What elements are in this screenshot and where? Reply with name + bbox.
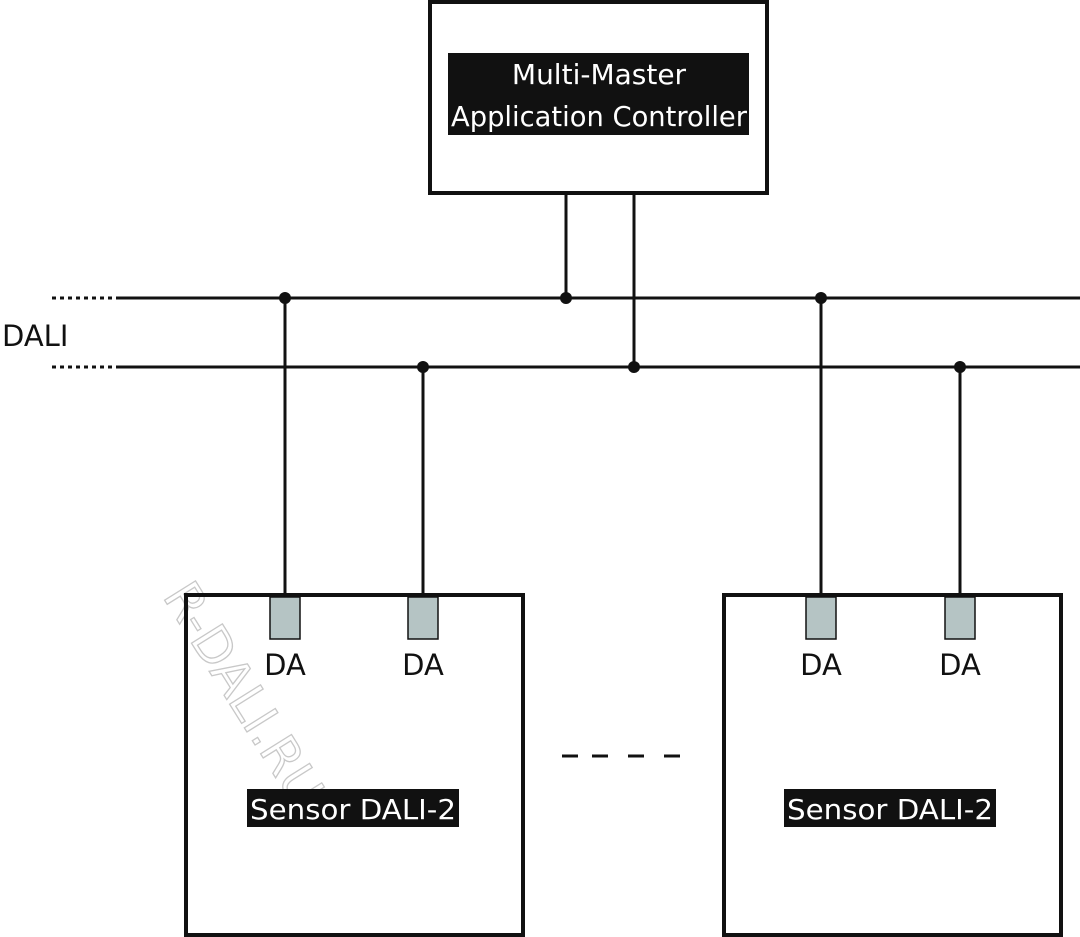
sensor-1-box (184, 593, 525, 937)
sensor-2-terminal-left (805, 596, 837, 640)
sensor-1-terminal-right-label: DA (402, 648, 444, 682)
sensor-1-terminal-left-label: DA (264, 648, 306, 682)
controller-title-line1: Multi-Master (512, 58, 687, 91)
sensor-1-terminal-left (269, 596, 301, 640)
junction-dot (560, 292, 572, 304)
sensor-2-terminal-right (944, 596, 976, 640)
controller: Multi-Master Application Controller (428, 0, 769, 195)
sensor-1: DA DA Sensor DALI-2 (184, 593, 525, 937)
dali-bus: DALI (2, 296, 1080, 369)
bus-label: DALI (2, 319, 68, 353)
controller-label-bg (448, 53, 749, 135)
sensor-1-terminal-right (407, 596, 439, 640)
sensor-2-terminal-right-label: DA (939, 648, 981, 682)
sensor-2: DA DA Sensor DALI-2 (722, 593, 1063, 937)
junction-dot (628, 361, 640, 373)
sensor-1-label-bg (247, 789, 459, 827)
sensor-2-title: Sensor DALI-2 (787, 793, 993, 826)
sensor-1-title: Sensor DALI-2 (250, 793, 456, 826)
sensor-2-label-bg (784, 789, 996, 827)
sensor-2-terminal-left-label: DA (800, 648, 842, 682)
sensor-2-box (722, 593, 1063, 937)
watermark: R-DALI.RU (152, 572, 335, 817)
controller-title-line2: Application Controller (451, 100, 747, 133)
